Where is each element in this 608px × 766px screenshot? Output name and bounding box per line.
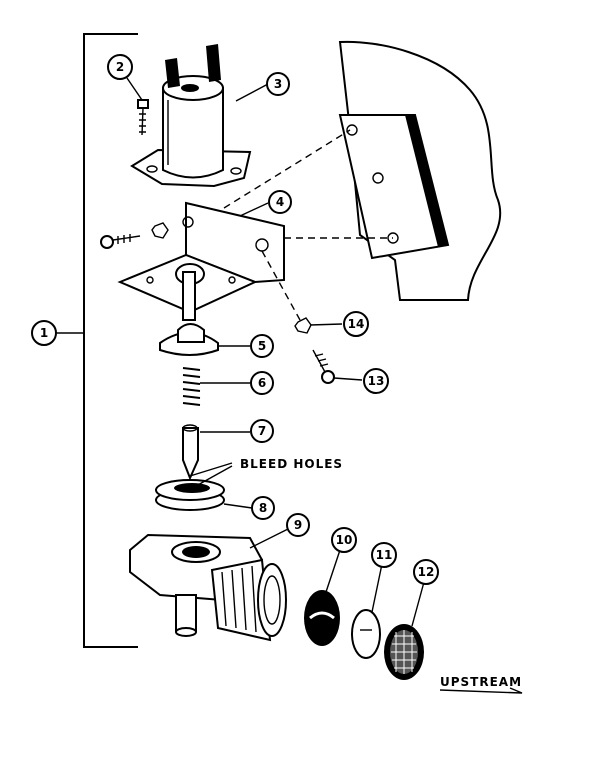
plunger-spring bbox=[182, 367, 201, 406]
svg-text:8: 8 bbox=[259, 501, 267, 515]
guide-stem bbox=[182, 271, 196, 321]
solenoid-coil bbox=[130, 44, 252, 188]
callout-4: 4 bbox=[268, 190, 292, 214]
leader-lines bbox=[189, 83, 425, 627]
svg-text:12: 12 bbox=[418, 565, 435, 579]
mounting-bracket bbox=[117, 201, 285, 314]
alignment-lines bbox=[223, 129, 393, 321]
flow-washer bbox=[304, 590, 340, 646]
svg-text:5: 5 bbox=[258, 339, 266, 353]
assembly-bracket-line bbox=[56, 33, 138, 648]
callout-2: 2 bbox=[107, 54, 133, 80]
svg-text:14: 14 bbox=[348, 317, 365, 331]
coil-screw bbox=[126, 77, 149, 136]
callout-10: 10 bbox=[331, 527, 357, 553]
bracket-screw bbox=[100, 222, 169, 249]
svg-text:7: 7 bbox=[258, 424, 266, 438]
callout-3: 3 bbox=[266, 72, 290, 96]
svg-text:1: 1 bbox=[40, 326, 48, 340]
bleed-holes-label: BLEED HOLES bbox=[240, 457, 343, 471]
upstream-arrow bbox=[439, 687, 523, 694]
upstream-label: UPSTREAM bbox=[440, 675, 522, 689]
plunger bbox=[182, 424, 199, 481]
svg-text:4: 4 bbox=[276, 195, 284, 209]
svg-text:11: 11 bbox=[376, 548, 393, 562]
callout-13: 13 bbox=[363, 368, 389, 394]
retaining-ring bbox=[351, 609, 381, 659]
svg-text:9: 9 bbox=[294, 518, 302, 532]
svg-text:10: 10 bbox=[336, 533, 353, 547]
callout-9: 9 bbox=[286, 513, 310, 537]
inlet-screen bbox=[384, 624, 424, 680]
svg-text:2: 2 bbox=[116, 60, 124, 74]
callout-1: 1 bbox=[31, 320, 57, 346]
callout-11: 11 bbox=[371, 542, 397, 568]
svg-text:6: 6 bbox=[258, 376, 266, 390]
callout-7: 7 bbox=[250, 419, 274, 443]
diaphragm bbox=[159, 323, 219, 356]
callout-12: 12 bbox=[413, 559, 439, 585]
callout-14: 14 bbox=[343, 311, 369, 337]
panel-screw bbox=[294, 317, 335, 384]
cabinet-panel bbox=[338, 40, 502, 301]
valve-guide bbox=[155, 479, 225, 511]
callout-6: 6 bbox=[250, 371, 274, 395]
callout-5: 5 bbox=[250, 334, 274, 358]
svg-text:3: 3 bbox=[274, 77, 282, 91]
callout-8: 8 bbox=[251, 496, 275, 520]
svg-text:13: 13 bbox=[368, 374, 385, 388]
valve-body bbox=[129, 533, 287, 642]
